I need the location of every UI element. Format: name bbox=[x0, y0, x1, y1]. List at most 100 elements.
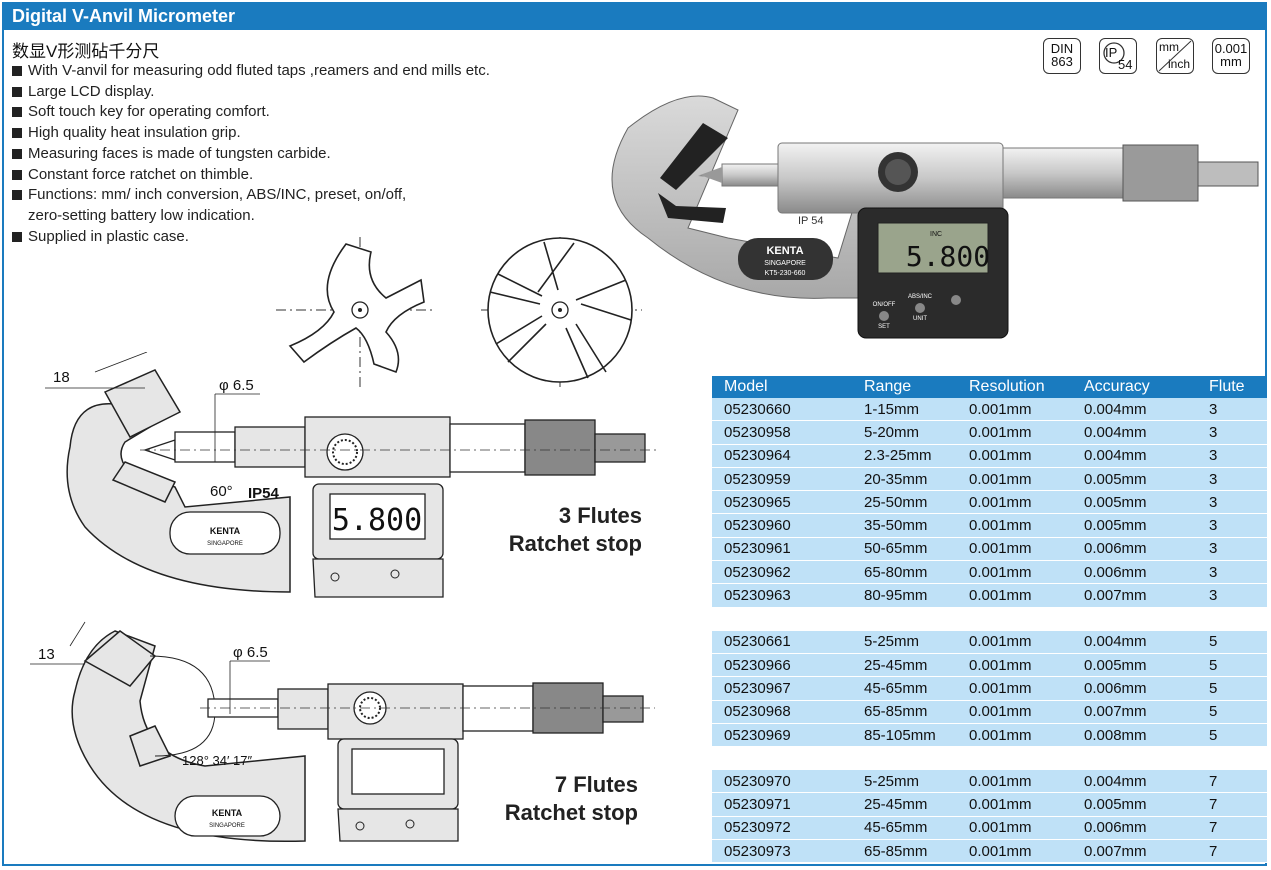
mm-inch-icon: mm inch bbox=[1156, 38, 1194, 74]
svg-text:SET: SET bbox=[878, 324, 890, 330]
table-cell: 0.004mm bbox=[1072, 444, 1197, 468]
bullet-square-icon bbox=[12, 128, 22, 139]
table-cell: 0.004mm bbox=[1072, 769, 1197, 794]
bullet-square-icon bbox=[12, 231, 22, 242]
onoff-set-button[interactable] bbox=[879, 311, 889, 321]
table-cell: 0.001mm bbox=[957, 700, 1072, 724]
feature-item: Soft touch key for operating comfort. bbox=[12, 102, 490, 123]
table-cell: 0.005mm bbox=[1072, 653, 1197, 678]
svg-text:SINGAPORE: SINGAPORE bbox=[207, 541, 243, 547]
table-cell: 0.001mm bbox=[957, 583, 1072, 608]
table-cell: 0.007mm bbox=[1072, 700, 1197, 724]
table-cell: 05230958 bbox=[712, 420, 852, 445]
table-cell: 05230968 bbox=[712, 700, 852, 724]
table-cell: 0.004mm bbox=[1072, 630, 1197, 654]
table-cell: 0.006mm bbox=[1072, 676, 1197, 701]
table-cell: 65-85mm bbox=[852, 839, 957, 864]
three-flute-caption: 3 Flutes Ratchet stop bbox=[508, 503, 642, 556]
page-title: Digital V-Anvil Micrometer bbox=[2, 2, 1267, 30]
table-cell: 80-95mm bbox=[852, 583, 957, 608]
table-cell: 05230660 bbox=[712, 398, 852, 422]
table-cell: 65-80mm bbox=[852, 560, 957, 585]
table-cell: 0.001mm bbox=[957, 513, 1072, 538]
table-cell: 0.001mm bbox=[957, 816, 1072, 841]
table-cell: 5 bbox=[1197, 723, 1267, 748]
drawing-lcd-readout: 5.800 bbox=[332, 503, 422, 538]
spec-table: Model Range Resolution Accuracy Flute 05… bbox=[712, 376, 1267, 864]
feature-list: With V-anvil for measuring odd fluted ta… bbox=[12, 61, 490, 247]
table-cell: 05230973 bbox=[712, 839, 852, 864]
table-cell: 0.001mm bbox=[957, 537, 1072, 562]
table-cell: 5-20mm bbox=[852, 420, 957, 445]
svg-text:φ 6.5: φ 6.5 bbox=[233, 644, 268, 661]
feature-item: Supplied in plastic case. bbox=[12, 227, 490, 248]
feature-item: Measuring faces is made of tungsten carb… bbox=[12, 144, 490, 165]
feature-item: Constant force ratchet on thimble. bbox=[12, 165, 490, 186]
absinc-unit-button[interactable] bbox=[915, 303, 925, 313]
table-cell: 25-45mm bbox=[852, 792, 957, 817]
feature-item: Large LCD display. bbox=[12, 82, 490, 103]
svg-text:INC: INC bbox=[930, 231, 942, 238]
drawing-brand-logo: KENTA bbox=[210, 526, 241, 536]
table-cell: 3 bbox=[1197, 444, 1267, 468]
table-cell: 0.001mm bbox=[957, 560, 1072, 585]
table-cell: 0.006mm bbox=[1072, 816, 1197, 841]
table-cell: 45-65mm bbox=[852, 816, 957, 841]
three-flute-section-icon bbox=[276, 237, 436, 390]
table-cell: 7 bbox=[1197, 839, 1267, 864]
svg-text:KT5-230-660: KT5-230-660 bbox=[765, 270, 806, 277]
table-cell: 05230969 bbox=[712, 723, 852, 748]
svg-text:ABS/INC: ABS/INC bbox=[908, 294, 933, 300]
table-cell: 65-85mm bbox=[852, 700, 957, 724]
table-cell: 0.008mm bbox=[1072, 723, 1197, 748]
ip-circle-icon bbox=[1103, 42, 1125, 64]
svg-text:IP 54: IP 54 bbox=[798, 215, 824, 227]
svg-text:IP54: IP54 bbox=[248, 485, 280, 502]
table-cell: 05230972 bbox=[712, 816, 852, 841]
table-cell: 7 bbox=[1197, 769, 1267, 794]
table-cell: 5-25mm bbox=[852, 769, 957, 794]
table-cell: 3 bbox=[1197, 490, 1267, 515]
table-cell: 05230966 bbox=[712, 653, 852, 678]
table-cell: 05230961 bbox=[712, 537, 852, 562]
feature-item: Functions: mm/ inch conversion, ABS/INC,… bbox=[12, 185, 490, 206]
table-cell: 05230964 bbox=[712, 444, 852, 468]
table-cell: 1-15mm bbox=[852, 398, 957, 422]
feature-item: High quality heat insulation grip. bbox=[12, 123, 490, 144]
feature-item: With V-anvil for measuring odd fluted ta… bbox=[12, 61, 490, 82]
table-cell: 85-105mm bbox=[852, 723, 957, 748]
table-cell: 5-25mm bbox=[852, 630, 957, 654]
table-cell: 05230960 bbox=[712, 513, 852, 538]
table-cell: 05230962 bbox=[712, 560, 852, 585]
table-cell: 0.006mm bbox=[1072, 560, 1197, 585]
table-cell: 0.001mm bbox=[957, 723, 1072, 748]
table-cell: 05230963 bbox=[712, 583, 852, 608]
table-cell: 20-35mm bbox=[852, 467, 957, 492]
lcd-readout: 5.800 bbox=[906, 240, 990, 273]
ip54-icon: IP 54 bbox=[1099, 38, 1137, 74]
zero-preset-button[interactable] bbox=[951, 295, 961, 305]
table-cell: 7 bbox=[1197, 792, 1267, 817]
table-cell: 35-50mm bbox=[852, 513, 957, 538]
col-flute: Flute bbox=[1197, 376, 1267, 398]
table-cell: 5 bbox=[1197, 653, 1267, 678]
table-cell: 0.006mm bbox=[1072, 537, 1197, 562]
table-cell: 3 bbox=[1197, 537, 1267, 562]
svg-text:UNIT: UNIT bbox=[913, 316, 927, 322]
table-cell: 7 bbox=[1197, 816, 1267, 841]
bullet-square-icon bbox=[12, 66, 22, 76]
svg-text:SINGAPORE: SINGAPORE bbox=[764, 260, 806, 267]
seven-flute-drawing: KENTA SINGAPORE 13 φ 6.5 128° 34′ 17″ bbox=[30, 621, 655, 843]
table-cell: 3 bbox=[1197, 467, 1267, 492]
svg-text:18: 18 bbox=[53, 369, 70, 386]
table-cell: 05230970 bbox=[712, 769, 852, 794]
table-cell: 05230965 bbox=[712, 490, 852, 515]
